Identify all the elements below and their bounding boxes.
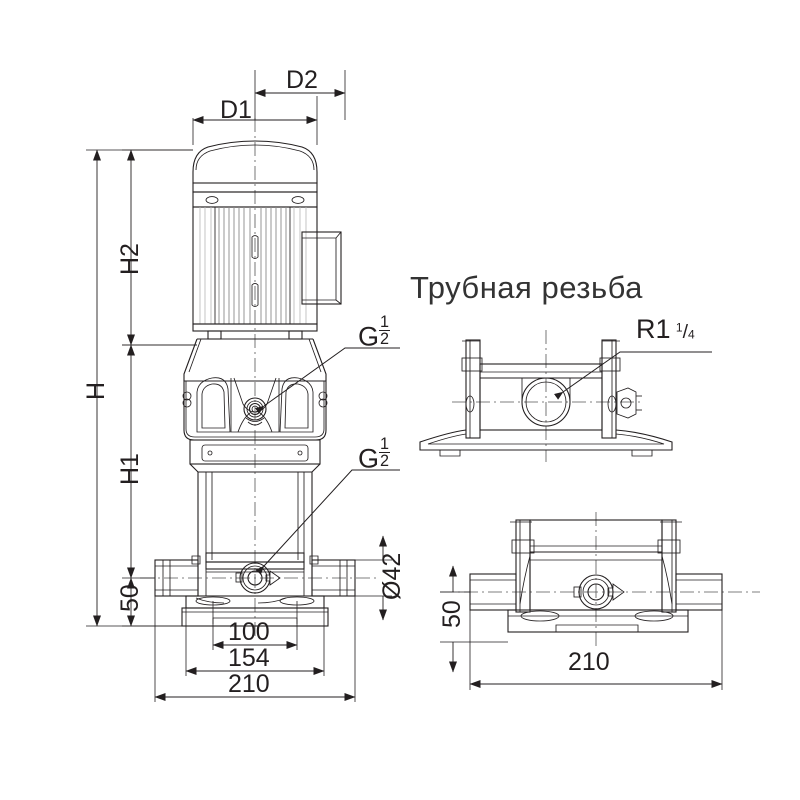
dimension-label-50-front: 50 [116, 584, 144, 612]
dimension-label-D2: D2 [286, 66, 318, 94]
callout-thread-main: R1 [636, 314, 671, 344]
dimension-label-50-side: 50 [438, 600, 466, 628]
pipe-thread-detail-view [419, 330, 712, 462]
dimension-label-100: 100 [228, 618, 270, 646]
side-elevation-view [440, 512, 760, 650]
dimension-label-154: 154 [228, 644, 270, 672]
pipe-thread-title: Трубная резьба [410, 270, 643, 305]
dimension-label-H2: H2 [116, 243, 144, 275]
side-view-dimension-lines [440, 565, 723, 690]
dimension-label-D1: D1 [220, 96, 252, 124]
front-elevation-view [140, 118, 380, 640]
dimension-label-210-side: 210 [568, 648, 610, 676]
callout-drain-port-letter: G [358, 443, 380, 474]
front-view-dimension-lines [86, 70, 392, 702]
dimension-label-H: H [82, 381, 110, 400]
dimension-label-port-diameter: Ø42 [378, 552, 406, 600]
callout-vent-port-denominator: 2 [380, 330, 390, 349]
callout-drain-port-denominator: 2 [380, 452, 390, 471]
callout-drain-port-numerator: 1 [379, 435, 391, 454]
callout-thread-numerator: 1 [675, 320, 683, 335]
callout-pipe-thread-R1-quarter: R1 1/4 [636, 314, 695, 344]
callout-vent-port-letter: G [358, 321, 380, 352]
dimension-label-H1: H1 [116, 453, 144, 485]
front-view-leaders [255, 347, 400, 575]
callout-vent-port-numerator: 1 [379, 313, 391, 332]
dimension-label-210-front: 210 [228, 670, 270, 698]
callout-thread-denominator: 4 [688, 327, 695, 342]
